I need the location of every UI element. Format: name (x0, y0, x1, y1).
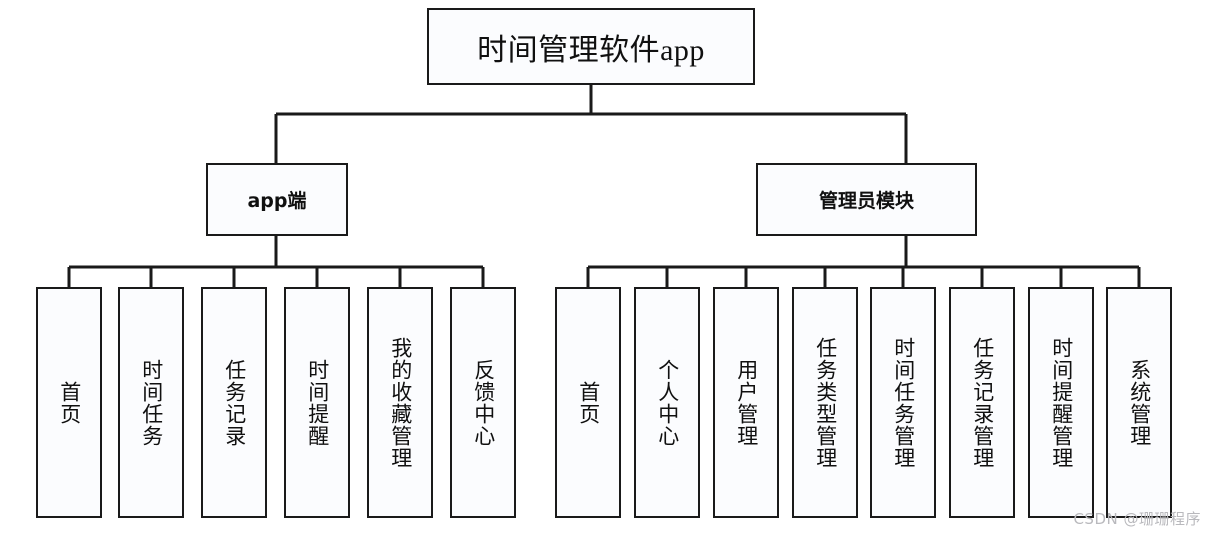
node-leaf-admin-time-task-management[interactable]: 时间任务管理 (870, 287, 936, 518)
node-leaf-label: 任务记录管理 (970, 336, 995, 469)
node-leaf-app-home[interactable]: 首页 (36, 287, 102, 518)
node-leaf-app-time-task[interactable]: 时间任务 (118, 287, 184, 518)
node-branch-admin[interactable]: 管理员模块 (756, 163, 977, 236)
node-leaf-admin-user-management[interactable]: 用户管理 (713, 287, 779, 518)
node-leaf-admin-task-record-management[interactable]: 任务记录管理 (949, 287, 1015, 518)
node-leaf-app-task-record[interactable]: 任务记录 (201, 287, 267, 518)
node-leaf-label: 时间提醒 (305, 358, 330, 447)
node-leaf-label: 任务类型管理 (813, 336, 838, 469)
node-branch-app-label: app端 (247, 190, 307, 212)
node-branch-admin-label: 管理员模块 (818, 190, 914, 212)
node-leaf-admin-home[interactable]: 首页 (555, 287, 621, 518)
node-leaf-label: 首页 (57, 380, 82, 425)
node-leaf-label: 用户管理 (734, 358, 759, 447)
node-leaf-admin-task-type-management[interactable]: 任务类型管理 (792, 287, 858, 518)
node-leaf-label: 系统管理 (1127, 358, 1152, 447)
node-leaf-admin-personal-center[interactable]: 个人中心 (634, 287, 700, 518)
node-leaf-label: 我的收藏管理 (388, 336, 413, 469)
node-leaf-admin-time-reminder-management[interactable]: 时间提醒管理 (1028, 287, 1094, 518)
node-leaf-label: 时间任务管理 (891, 336, 916, 469)
node-root[interactable]: 时间管理软件app (427, 8, 755, 85)
node-leaf-app-my-favorites[interactable]: 我的收藏管理 (367, 287, 433, 518)
node-leaf-label: 时间任务 (139, 358, 164, 447)
node-leaf-label: 个人中心 (655, 358, 680, 447)
node-leaf-label: 时间提醒管理 (1049, 336, 1074, 469)
node-leaf-app-feedback-center[interactable]: 反馈中心 (450, 287, 516, 518)
node-root-label: 时间管理软件app (477, 33, 705, 67)
node-branch-app[interactable]: app端 (206, 163, 348, 236)
node-leaf-admin-system-management[interactable]: 系统管理 (1106, 287, 1172, 518)
node-leaf-label: 反馈中心 (471, 358, 496, 447)
watermark: CSDN @珊珊程序 (1073, 510, 1201, 528)
node-leaf-label: 首页 (576, 380, 601, 425)
node-leaf-app-time-reminder[interactable]: 时间提醒 (284, 287, 350, 518)
node-leaf-label: 任务记录 (222, 358, 247, 447)
